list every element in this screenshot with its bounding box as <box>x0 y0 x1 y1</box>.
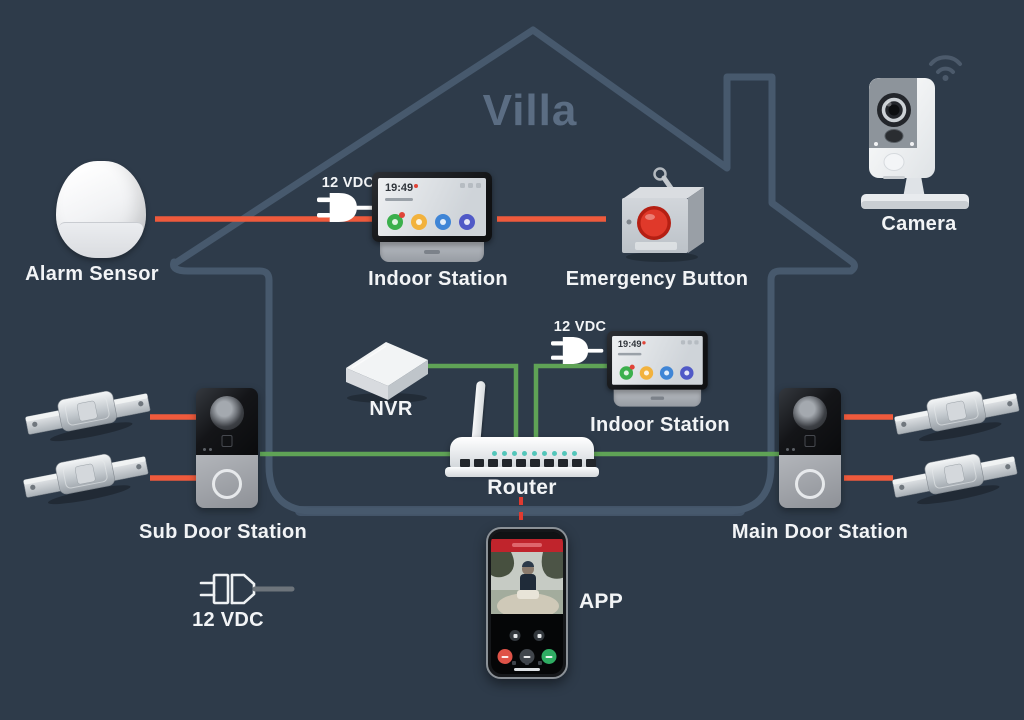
camera-label: Camera <box>881 213 957 235</box>
app-label: APP <box>578 590 624 613</box>
orange-connections <box>150 216 893 481</box>
notification-dot <box>414 184 418 188</box>
hangup-button-icon <box>497 649 513 664</box>
app-icons-row <box>387 212 475 230</box>
power-legend-label: 12 VDC <box>192 609 264 631</box>
indoor-station-frame: 19:49 <box>607 331 708 390</box>
door-station-call-button <box>795 469 825 499</box>
sub-door-station-label: Sub Door Station <box>138 521 308 543</box>
date-placeholder <box>385 198 413 201</box>
date-placeholder <box>617 352 642 356</box>
alarm-sensor-body <box>56 161 146 258</box>
power-label-1: 12 VDC <box>321 175 375 191</box>
door-video-preview <box>491 552 563 614</box>
call-option-buttons <box>509 630 545 641</box>
emergency-button-device <box>622 167 704 262</box>
incoming-call-banner <box>491 539 563 552</box>
main-door-station-label: Main Door Station <box>731 521 909 543</box>
indoor-station-frame: 19:49 <box>372 172 492 242</box>
door-lock-strike <box>894 390 1020 442</box>
call-app-icon <box>619 364 635 380</box>
nvr-device <box>346 342 428 403</box>
door-station-camera-panel <box>779 388 841 455</box>
house-outline <box>170 26 858 515</box>
phone-home-indicator <box>514 668 540 671</box>
door-station-indicators <box>786 448 796 451</box>
indoor-station-stand <box>613 389 702 407</box>
notification-dot <box>642 341 646 345</box>
status-icons <box>680 340 699 345</box>
door-station-button-panel <box>779 455 841 508</box>
door-lock-strike <box>892 453 1018 505</box>
nvr-label: NVR <box>369 398 413 420</box>
alarm-sensor-label: Alarm Sensor <box>25 263 159 285</box>
power-label-2: 12 VDC <box>553 319 607 335</box>
power-plug-icon <box>551 337 604 364</box>
call-app-icon <box>387 212 405 230</box>
router-device <box>445 380 602 481</box>
settings-app-icon <box>435 214 451 230</box>
door-station-camera-lens <box>210 396 244 430</box>
power-legend-icon <box>199 573 295 605</box>
alarm-sensor-device <box>56 161 146 258</box>
monitor-app-icon <box>411 214 427 230</box>
indoor-station-stand <box>380 242 484 262</box>
emergency-button-label: Emergency Button <box>565 268 749 290</box>
door-lock-strike <box>25 390 151 442</box>
mute-button-icon <box>519 649 535 664</box>
clock-text: 19:49 <box>385 182 414 194</box>
door-lock-strike <box>23 453 149 505</box>
indoor-station-2-device: 19:49 <box>607 331 711 408</box>
status-icons <box>460 183 481 188</box>
camera-device <box>861 55 969 209</box>
door-station-indicators <box>203 448 213 451</box>
indoor-station-screen: 19:49 <box>378 178 486 236</box>
door-station-card-reader <box>221 435 233 447</box>
door-station-button-panel <box>196 455 258 508</box>
alarm-sensor-lens <box>58 222 144 258</box>
router-vents <box>460 459 596 467</box>
phone-screen <box>491 532 563 674</box>
green-connections <box>260 363 779 457</box>
sub-door-station-device <box>196 388 258 508</box>
router-leds <box>492 451 577 456</box>
more-app-icon <box>459 214 475 230</box>
phone-nav-bar <box>512 661 542 665</box>
wifi-icon <box>929 55 962 81</box>
app-phone-device <box>486 527 568 679</box>
door-station-call-button <box>212 469 242 499</box>
power-plug-icon <box>317 193 374 222</box>
more-app-icon <box>680 366 694 380</box>
door-station-camera-lens <box>793 396 827 430</box>
house-title: Villa <box>482 86 578 135</box>
indoor-station-1-label: Indoor Station <box>368 268 508 290</box>
phone-status-bar <box>491 532 563 539</box>
monitor-app-icon <box>639 366 654 380</box>
router-antenna <box>471 380 486 444</box>
router-label: Router <box>487 476 557 499</box>
door-station-camera-panel <box>196 388 258 455</box>
settings-app-icon <box>659 366 674 380</box>
answer-button-icon <box>541 649 557 664</box>
door-station-card-reader <box>804 435 816 447</box>
indoor-station-2-label: Indoor Station <box>590 414 730 436</box>
indoor-station-1-device: 19:49 <box>372 172 496 264</box>
clock-text: 19:49 <box>617 339 642 350</box>
call-action-buttons <box>497 649 557 664</box>
router-base <box>445 467 599 477</box>
indoor-station-screen: 19:49 <box>612 336 703 385</box>
app-icons-row <box>619 364 694 380</box>
main-door-station-device <box>779 388 841 508</box>
